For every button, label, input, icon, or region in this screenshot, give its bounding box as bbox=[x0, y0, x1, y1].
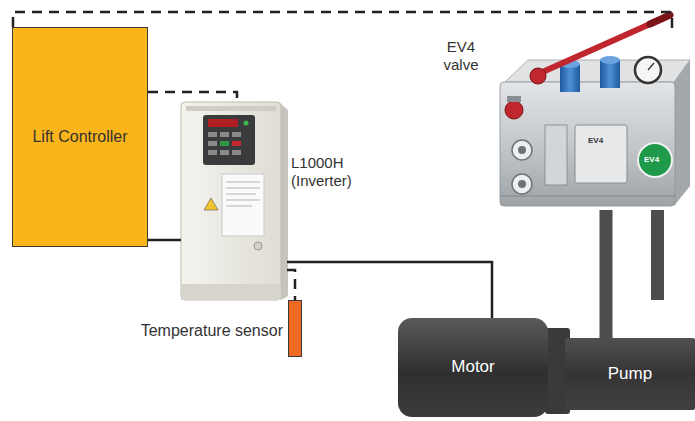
motor-box: Motor bbox=[398, 318, 548, 417]
valve-drawing bbox=[674, 60, 690, 206]
inverter-drawing bbox=[226, 206, 252, 207]
valve-drawing bbox=[575, 125, 627, 183]
valve-drawing bbox=[500, 196, 675, 197]
part-marking: EV4 bbox=[644, 156, 659, 164]
inverter-drawing bbox=[208, 150, 217, 155]
inverter-drawing bbox=[232, 132, 241, 137]
inverter-drawing bbox=[226, 200, 260, 201]
inverter-drawing bbox=[226, 188, 260, 189]
pump-parts bbox=[651, 210, 664, 300]
valve-drawing bbox=[650, 15, 670, 24]
valve-drawing bbox=[512, 140, 532, 160]
valve-drawing bbox=[560, 64, 580, 92]
box-label: Lift Controller bbox=[32, 127, 128, 146]
sensor-line bbox=[287, 270, 295, 300]
inverter-drawing bbox=[203, 115, 255, 165]
valve-drawing bbox=[500, 15, 690, 206]
part-marking: EV4 bbox=[644, 156, 659, 164]
valve-drawing bbox=[600, 56, 620, 64]
device-label: L1000H (Inverter) bbox=[291, 154, 373, 190]
valve-drawing bbox=[648, 63, 654, 70]
box-label: Motor bbox=[408, 357, 538, 377]
valve-drawing bbox=[530, 68, 546, 84]
pump-box: Pump bbox=[565, 338, 695, 410]
inverter-unit: L1000H (Inverter) bbox=[181, 102, 287, 300]
valve-drawing bbox=[635, 57, 661, 83]
inverter-drawing bbox=[186, 106, 276, 111]
inverter-drawing bbox=[181, 102, 281, 300]
valve-drawing bbox=[500, 82, 675, 206]
power-line bbox=[287, 262, 492, 318]
inverter-drawing bbox=[254, 242, 262, 250]
oil-pipe bbox=[600, 210, 613, 338]
valve-drawing bbox=[638, 143, 672, 177]
inverter-drawing bbox=[181, 102, 288, 300]
controller-box: Lift Controller bbox=[12, 27, 148, 247]
valve-drawing bbox=[518, 146, 526, 154]
inverter-drawing bbox=[220, 141, 229, 146]
inverter-drawing bbox=[232, 141, 241, 146]
inverter-drawing bbox=[208, 119, 238, 127]
valve-drawing bbox=[600, 60, 620, 88]
inverter-drawing bbox=[208, 141, 217, 146]
inverter-drawing bbox=[220, 132, 229, 137]
device-label: EV4 valve bbox=[436, 38, 486, 74]
valve-drawing bbox=[512, 174, 532, 194]
part-marking: EV4 bbox=[588, 137, 603, 145]
temperature-sensor: Temperature sensor bbox=[288, 300, 302, 357]
box-label: Pump bbox=[575, 364, 685, 384]
valve-drawing bbox=[545, 125, 567, 185]
valve-drawing bbox=[505, 101, 523, 119]
inverter-drawing bbox=[281, 104, 288, 300]
signal-line bbox=[148, 92, 237, 102]
valve-drawing bbox=[518, 180, 526, 188]
valve-unit: EV4 valve bbox=[492, 30, 692, 210]
inverter-drawing bbox=[208, 132, 217, 137]
inverter-drawing bbox=[232, 150, 241, 155]
inverter-drawing bbox=[181, 284, 281, 300]
part-marking: EV4 bbox=[588, 137, 603, 145]
valve-drawing bbox=[507, 96, 521, 102]
inverter-drawing bbox=[220, 150, 229, 155]
inverter-drawing bbox=[226, 182, 260, 183]
inverter-drawing bbox=[244, 121, 249, 126]
inverter-drawing bbox=[204, 198, 218, 210]
inverter-drawing bbox=[226, 194, 256, 195]
inverter-drawing bbox=[222, 174, 264, 236]
power-line bbox=[148, 239, 181, 242]
device-label: Temperature sensor bbox=[113, 321, 283, 340]
